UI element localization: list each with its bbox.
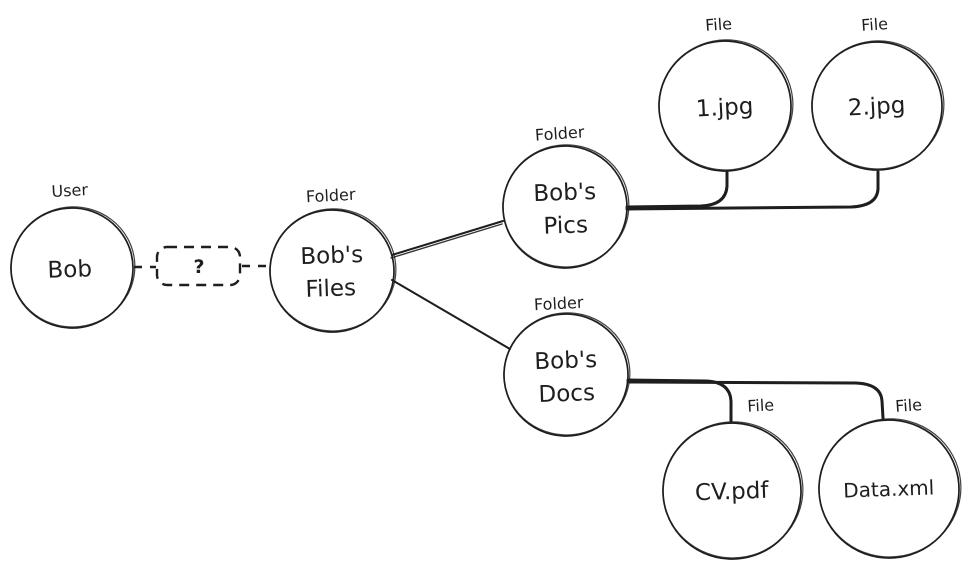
node-bobs-docs-label-line1: Bob's: [534, 347, 598, 375]
node-cvpdf-kind-label: File: [747, 395, 775, 415]
question-label: ?: [193, 256, 204, 278]
node-bobs-docs: Folder Bob's Docs: [503, 293, 631, 437]
node-bobs-pics-kind-label: Folder: [534, 122, 585, 144]
edge-bobs-files-to-bobs-pics: [390, 220, 504, 259]
node-1jpg-kind-label: File: [705, 14, 733, 35]
node-bobs-docs-kind-label: Folder: [534, 293, 585, 315]
node-bob: User Bob: [10, 180, 136, 329]
node-bobs-files-kind-label: Folder: [306, 185, 357, 207]
node-1jpg-label: 1.jpg: [695, 94, 754, 123]
edge-bobs-pics-to-2jpg: [625, 170, 880, 211]
node-2jpg-kind-label: File: [861, 14, 889, 35]
node-bobs-docs-label-line2: Docs: [538, 380, 595, 408]
edge-bobs-files-to-bobs-docs: [391, 279, 511, 350]
node-bobs-pics-label-line1: Bob's: [533, 179, 597, 207]
node-cvpdf-label: CV.pdf: [695, 478, 770, 507]
question-box: [155, 245, 242, 287]
node-2jpg-label: 2.jpg: [847, 93, 906, 122]
node-bobs-pics: Folder Bob's Pics: [502, 122, 630, 269]
node-bobs-pics-label-line2: Pics: [543, 212, 588, 240]
node-bobs-files-shape: [269, 209, 395, 333]
node-bob-kind-label: User: [51, 180, 89, 201]
node-bobs-files: Folder Bob's Files: [269, 185, 397, 333]
node-dataxml-label: Data.xml: [843, 475, 935, 502]
node-cvpdf: File CV.pdf: [662, 395, 804, 560]
node-dataxml: File Data.xml: [818, 395, 962, 559]
node-1jpg: File 1.jpg: [658, 14, 794, 172]
edge-bobs-pics-to-1jpg: [625, 170, 729, 209]
node-dataxml-kind-label: File: [895, 395, 923, 416]
node-bob-label: Bob: [47, 256, 92, 284]
edge-bobs-docs-to-cvpdf: [626, 378, 733, 423]
node-2jpg: File 2.jpg: [811, 14, 945, 171]
edge-bobs-docs-to-dataxml: [626, 380, 885, 420]
node-bobs-files-label-line2: Files: [305, 275, 356, 303]
edge-bob-to-bobs-files: ?: [134, 245, 268, 287]
node-bobs-files-label-line1: Bob's: [300, 242, 364, 270]
